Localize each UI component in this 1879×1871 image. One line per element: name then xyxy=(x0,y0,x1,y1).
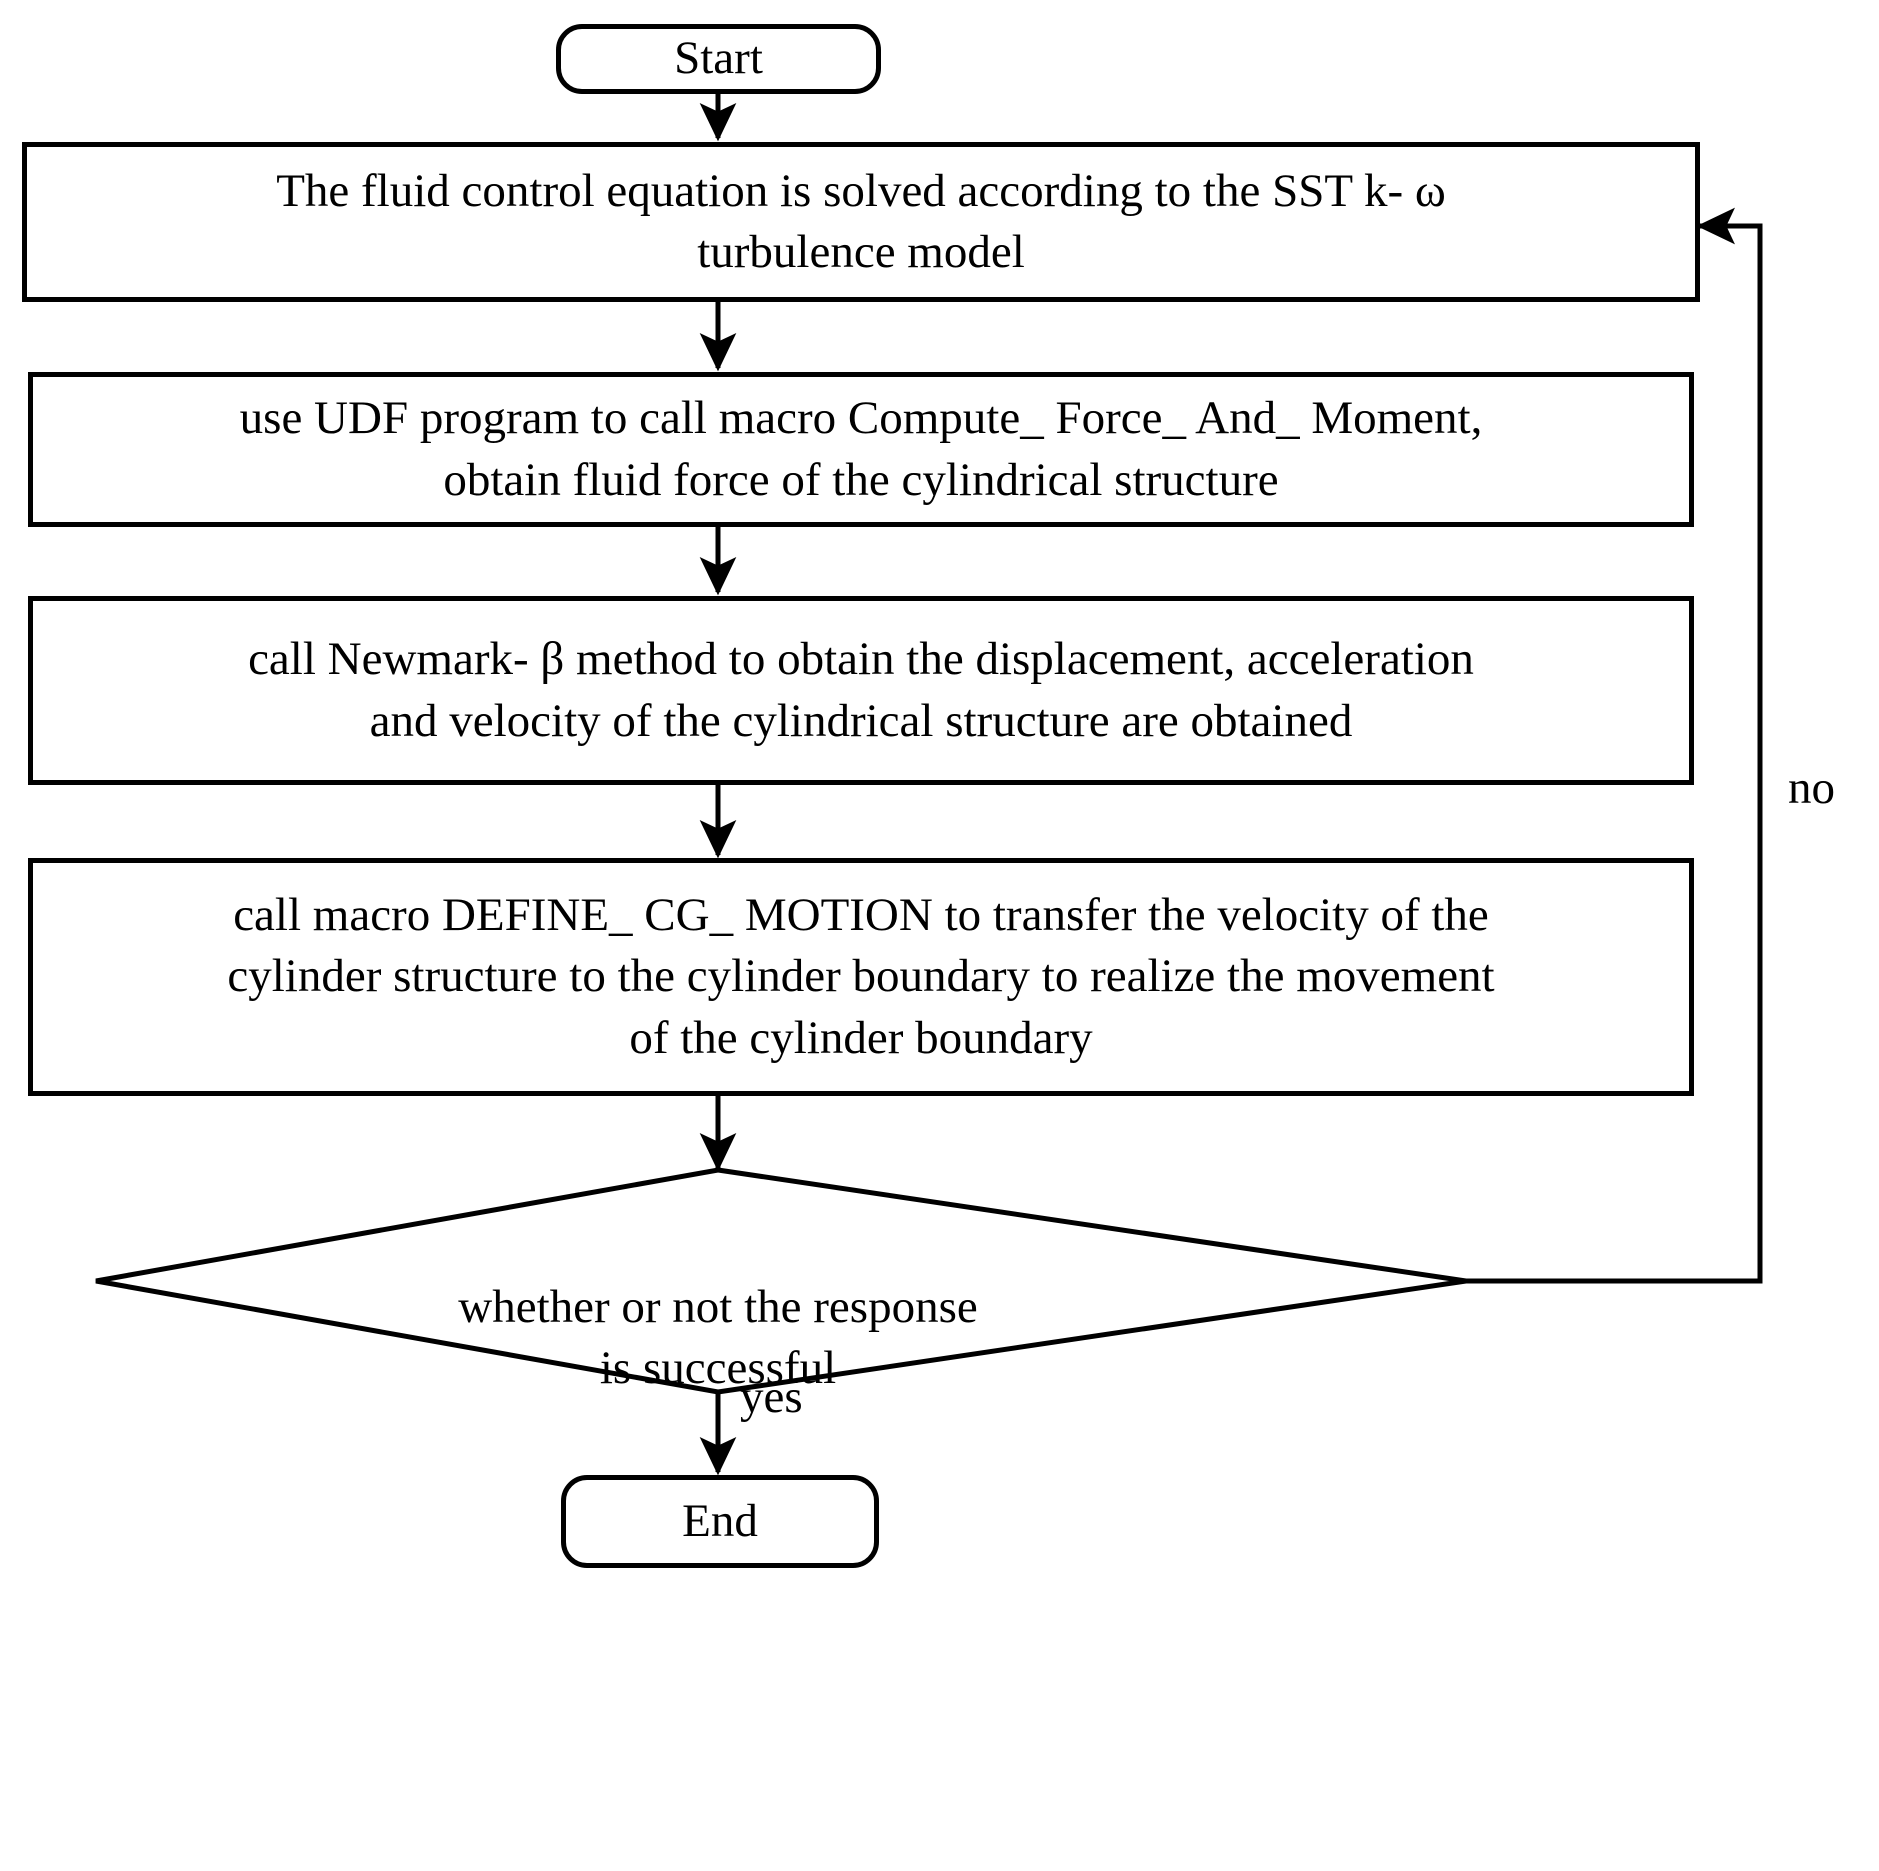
node-start-label: Start xyxy=(674,32,763,85)
node-step4-label: call macro DEFINE_ CG_ MOTION to transfe… xyxy=(227,889,1495,1064)
node-decision-label: whether or not the response is successfu… xyxy=(458,1281,978,1395)
edge-label-no-text: no xyxy=(1788,762,1835,814)
node-step1-fluid-control-equation[interactable]: The fluid control equation is solved acc… xyxy=(22,142,1700,302)
node-decision-response-successful[interactable]: whether or not the response is successfu… xyxy=(418,1216,1018,1399)
node-step3-newmark-beta-method[interactable]: call Newmark- β method to obtain the dis… xyxy=(28,596,1694,785)
node-step4-define-cg-motion[interactable]: call macro DEFINE_ CG_ MOTION to transfe… xyxy=(28,858,1694,1096)
node-step1-label: The fluid control equation is solved acc… xyxy=(276,164,1446,278)
node-end[interactable]: End xyxy=(561,1475,879,1568)
node-step2-udf-compute-force-and-moment[interactable]: use UDF program to call macro Compute_ F… xyxy=(28,372,1694,527)
node-start[interactable]: Start xyxy=(556,24,881,94)
edge-label-yes: yes xyxy=(740,1374,803,1421)
node-step2-label: use UDF program to call macro Compute_ F… xyxy=(239,392,1483,506)
node-end-label: End xyxy=(682,1494,758,1547)
edge-label-yes-text: yes xyxy=(740,1371,803,1423)
node-step3-label: call Newmark- β method to obtain the dis… xyxy=(248,633,1474,747)
edge-label-no: no xyxy=(1788,765,1835,812)
